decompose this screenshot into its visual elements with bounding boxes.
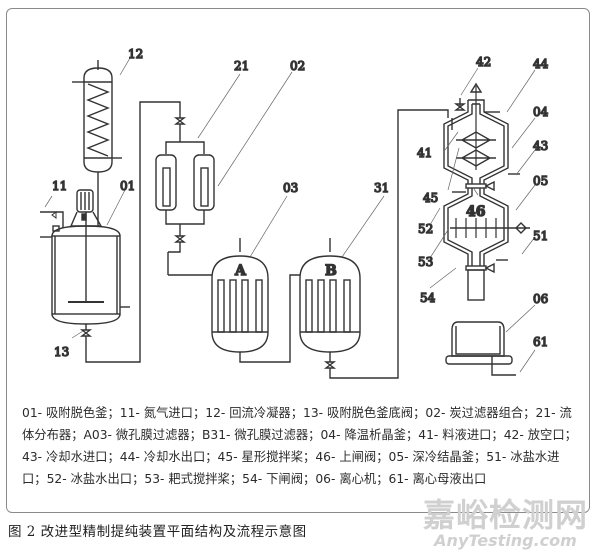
label-02: 02 xyxy=(290,59,305,73)
component-legend: 01- 吸附脱色釜；11- 氮气进口；12- 回流冷凝器；13- 吸附脱色釜底阀… xyxy=(22,406,577,486)
microporous-filter-b-31 xyxy=(299,109,449,379)
label-42: 42 xyxy=(476,55,491,69)
label-12: 12 xyxy=(128,47,143,61)
label-01: 01 xyxy=(120,179,135,193)
reflux-condenser-12 xyxy=(72,60,122,226)
label-52: 52 xyxy=(418,222,433,236)
deep-cooling-crystallizer-05 xyxy=(443,188,530,301)
label-05: 05 xyxy=(533,174,548,188)
carbon-filter-group-02 xyxy=(155,117,215,253)
label-43: 43 xyxy=(533,139,548,153)
watermark: 嘉峪检测网 AnyTesting.com xyxy=(423,498,588,550)
label-13: 13 xyxy=(54,345,69,359)
label-45: 45 xyxy=(423,191,438,205)
label-46: 46 xyxy=(466,204,485,220)
centrifuge-06 xyxy=(445,321,516,376)
label-11: 11 xyxy=(52,179,67,193)
watermark-cn: 嘉峪检测网 xyxy=(422,496,588,534)
label-51: 51 xyxy=(533,229,548,243)
label-tank-b: B xyxy=(325,263,337,279)
microporous-filter-a-03 xyxy=(167,238,300,363)
leader-lines xyxy=(44,57,536,373)
label-21: 21 xyxy=(234,59,249,73)
label-41: 41 xyxy=(417,146,432,160)
adsorption-kettle-01 xyxy=(40,101,181,363)
label-54: 54 xyxy=(420,291,436,305)
label-31: 31 xyxy=(374,181,389,195)
process-flow-diagram: 12 11 01 13 21 02 03 31 A B 42 44 04 41 … xyxy=(40,46,549,379)
label-tank-a: A xyxy=(234,263,247,279)
label-03: 03 xyxy=(283,181,298,195)
label-04: 04 xyxy=(533,105,549,119)
label-61: 61 xyxy=(533,335,548,349)
label-44: 44 xyxy=(533,57,549,71)
label-06: 06 xyxy=(533,292,548,306)
watermark-en: AnyTesting.com xyxy=(434,531,577,550)
cooling-crystallizer-04 xyxy=(443,82,520,192)
figure-frame xyxy=(6,8,590,513)
figure-caption: 图 2 改进型精制提纯装置平面结构及流程示意图 xyxy=(8,524,307,540)
label-53: 53 xyxy=(418,255,433,269)
